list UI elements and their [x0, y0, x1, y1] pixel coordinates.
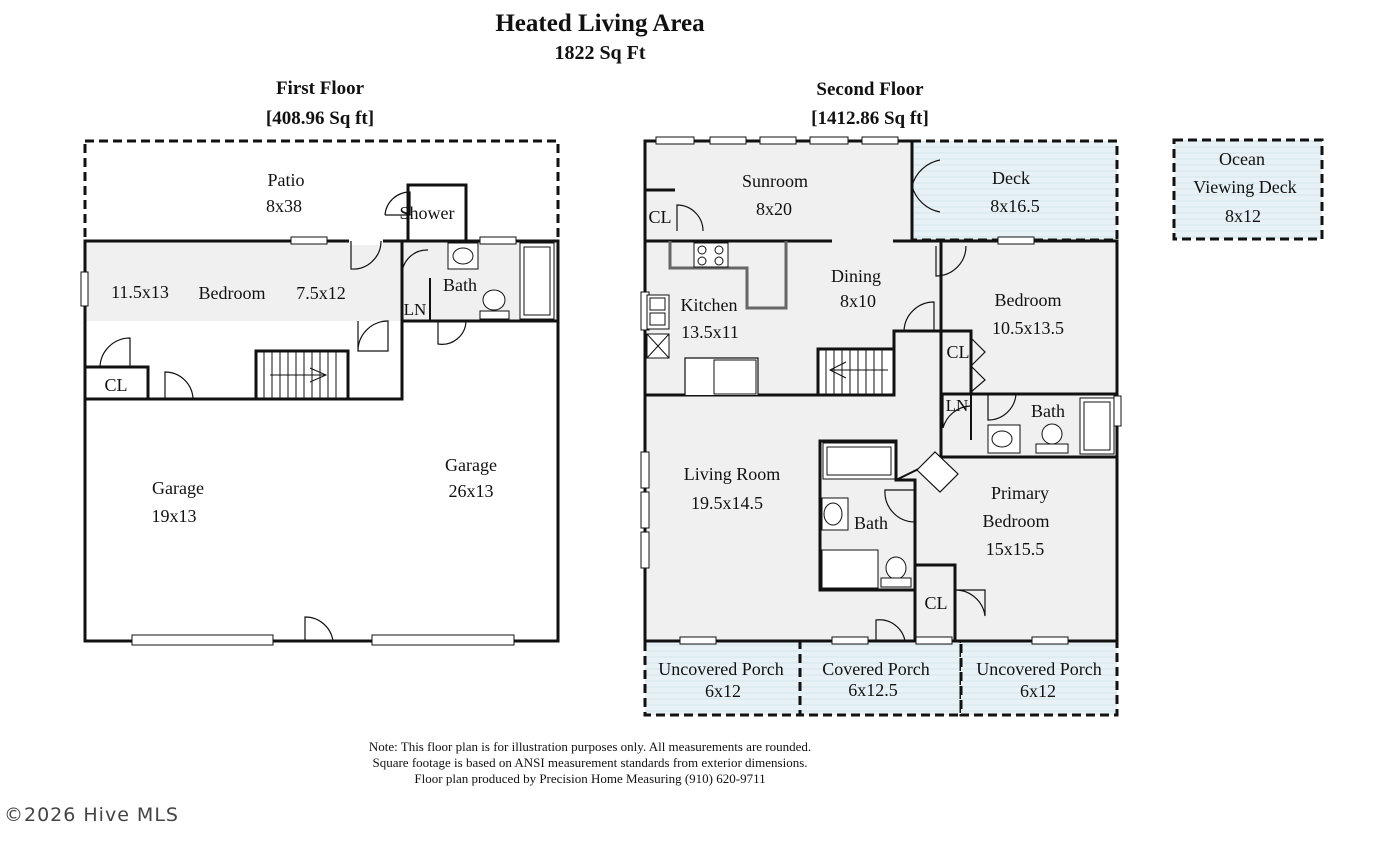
sf-bedroom-closet-label: CL [946, 342, 969, 362]
ff-bedroom-size: 7.5x12 [296, 283, 346, 303]
ff-closet-label: CL [104, 375, 127, 395]
sunroom-label: Sunroom [742, 171, 808, 191]
sf-bath-primary-label: Bath [854, 513, 888, 533]
kitchen-label: Kitchen [681, 295, 738, 315]
ff-bedroom-bottom-wall [85, 319, 558, 401]
primary-bedroom-label-1: Primary [991, 483, 1049, 503]
deck-area [910, 139, 1119, 242]
porch-right-label: Uncovered Porch [976, 659, 1101, 679]
kitchen-counter [668, 241, 788, 310]
second-floor-heading: Second Floor [816, 79, 924, 100]
garage-right-label: Garage [445, 455, 497, 475]
sf-bedroom-label: Bedroom [995, 290, 1062, 310]
sf-linen-label: LN [946, 396, 969, 415]
sf-doors [676, 150, 1017, 642]
note-line-2: Square footage is based on ANSI measurem… [372, 755, 808, 770]
ff-window [371, 634, 515, 646]
primary-bedroom-size: 15x15.5 [986, 539, 1045, 559]
second-floor-area: [1412.86 Sq ft] [811, 108, 929, 129]
porch-left-area [643, 639, 802, 717]
ff-window [479, 236, 517, 245]
ff-tub [519, 242, 555, 320]
copyright-watermark: ©2026 Hive MLS [4, 804, 179, 826]
note-line-3: Floor plan produced by Precision Home Me… [414, 771, 766, 786]
plan-total-area: 1822 Sq Ft [554, 42, 646, 64]
porch-left-label: Uncovered Porch [658, 659, 783, 679]
sf-primary-closet [915, 563, 957, 641]
sf-stair-treads [825, 349, 888, 395]
first-floor-heading: First Floor [275, 78, 365, 99]
sf-windows [640, 136, 1122, 645]
ocean-deck-area [1172, 138, 1324, 241]
garage-left-label: Garage [152, 478, 204, 498]
ff-doors [99, 191, 467, 642]
porch-left-size: 6x12 [705, 681, 741, 701]
patio-area [83, 139, 560, 243]
sf-bedroom-size: 10.5x13.5 [992, 318, 1064, 338]
living-room-label: Living Room [684, 464, 781, 484]
disclaimer-note: Note: This floor plan is for illustratio… [290, 739, 890, 787]
garage-left-size: 19x13 [152, 506, 197, 526]
ocean-deck-label-2: Viewing Deck [1193, 177, 1296, 197]
sunroom-closet-label: CL [648, 207, 671, 227]
ff-bath-label: Bath [443, 275, 477, 295]
ff-window [131, 634, 274, 646]
ocean-deck-label-1: Ocean [1219, 149, 1265, 169]
porch-covered-label: Covered Porch [822, 659, 929, 679]
primary-bedroom-label-2: Bedroom [983, 511, 1050, 531]
ff-window [80, 271, 89, 307]
sunroom-size: 8x20 [756, 199, 792, 219]
primary-closet-label: CL [924, 593, 947, 613]
plan-title: Heated Living Area [495, 10, 705, 37]
deck-size: 8x16.5 [990, 196, 1040, 216]
patio-size: 8x38 [266, 196, 302, 216]
sf-stairs [816, 347, 896, 397]
dining-label: Dining [831, 266, 881, 286]
porch-right-size: 6x12 [1020, 681, 1056, 701]
porch-covered-size: 6x12.5 [848, 680, 898, 700]
note-line-1: Note: This floor plan is for illustratio… [368, 739, 812, 754]
ff-linen-label: LN [404, 300, 427, 319]
ff-garage-left-area [85, 399, 402, 641]
garage-right-size: 26x13 [449, 481, 494, 501]
living-room-size: 19.5x14.5 [691, 493, 763, 513]
patio-label: Patio [267, 170, 304, 190]
ff-bedroom-left-size: 11.5x13 [111, 282, 169, 302]
shower-label: Shower [400, 203, 455, 223]
ff-bedroom-label: Bedroom [199, 283, 266, 303]
sf-bath-upper-label: Bath [1031, 401, 1065, 421]
ff-stair-treads [263, 351, 337, 399]
second-floor-plan: Sunroom 8x20 CL Deck 8x16.5 Ocean Viewin… [640, 136, 1324, 717]
deck-label: Deck [992, 168, 1030, 188]
ff-window [290, 236, 328, 245]
sf-fixtures [646, 242, 1115, 589]
first-floor-plan: Patio 8x38 Shower 11.5x13 Bedroom 7.5x12… [80, 139, 560, 646]
ff-toilet [482, 289, 506, 311]
kitchen-size: 13.5x11 [681, 322, 739, 342]
porch-covered-area [798, 639, 963, 717]
first-floor-area: [408.96 Sq ft] [265, 108, 375, 129]
ocean-deck-size: 8x12 [1225, 206, 1261, 226]
dining-size: 8x10 [840, 291, 876, 311]
ff-sink-basin [452, 247, 474, 265]
